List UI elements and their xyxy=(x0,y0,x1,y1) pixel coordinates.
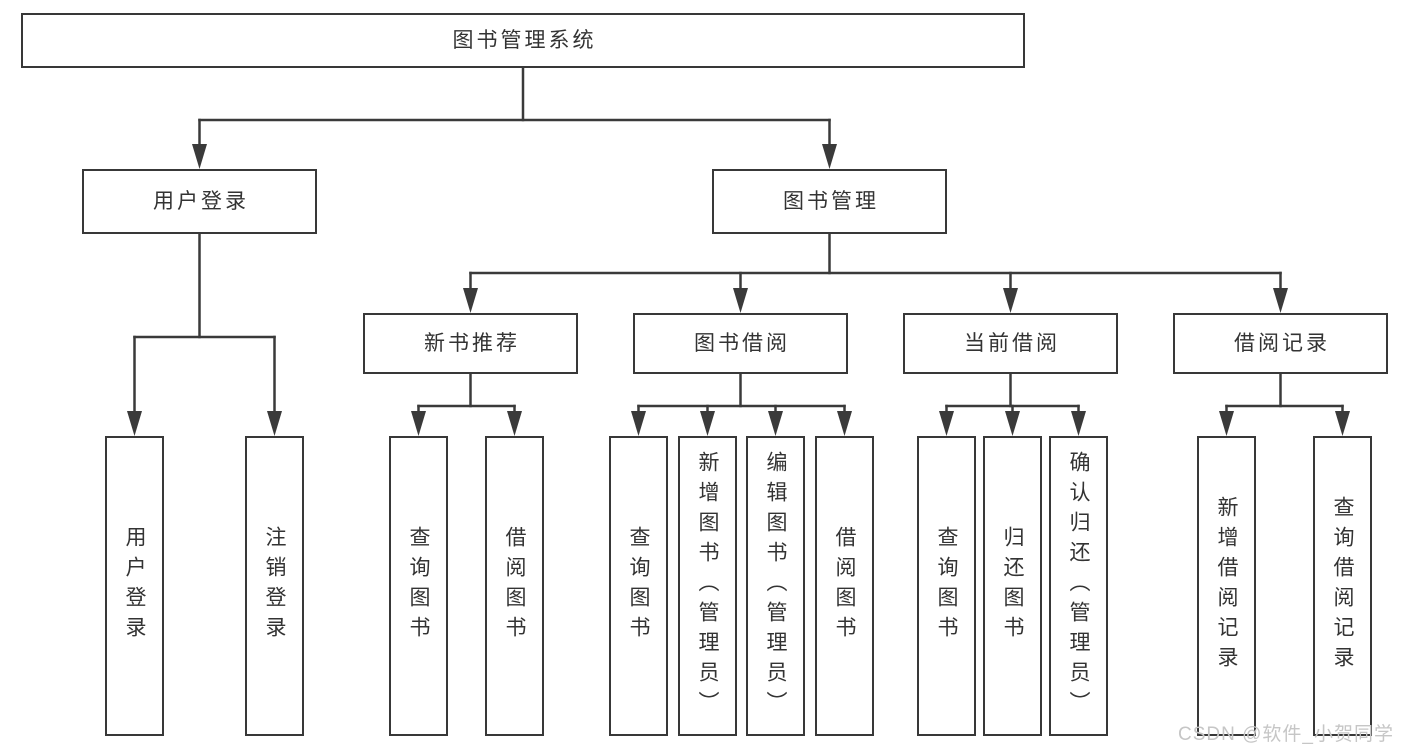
node-borrow-records: 借阅记录 xyxy=(1173,313,1388,374)
node-label: 图书借阅 xyxy=(694,332,790,355)
node-label: 归还图书 xyxy=(1001,526,1024,646)
node-label: 图书管理系统 xyxy=(452,29,597,52)
node-label: 编辑图书（管理员） xyxy=(764,451,787,721)
node-label: 查询图书 xyxy=(627,526,650,646)
node-book-borrow: 图书借阅 xyxy=(633,313,848,374)
node-leaf-query-books-borrow: 查询图书 xyxy=(609,436,668,736)
node-leaf-query-books-recommend: 查询图书 xyxy=(389,436,448,736)
node-label: 借阅图书 xyxy=(503,526,526,646)
node-leaf-borrow-books-recommend: 借阅图书 xyxy=(485,436,544,736)
node-label: 查询图书 xyxy=(407,526,430,646)
node-label: 新增借阅记录 xyxy=(1215,496,1238,676)
connector-root-to-level1 xyxy=(192,68,837,169)
node-leaf-add-borrow-record: 新增借阅记录 xyxy=(1197,436,1256,736)
node-label: 用户登录 xyxy=(123,526,146,646)
node-label: 图书管理 xyxy=(783,190,879,213)
connector-book-borrow-children xyxy=(631,374,852,436)
node-leaf-add-book-admin: 新增图书（管理员） xyxy=(678,436,737,736)
node-leaf-edit-book-admin: 编辑图书（管理员） xyxy=(746,436,805,736)
node-library-management-system: 图书管理系统 xyxy=(21,13,1025,68)
node-label: 用户登录 xyxy=(153,190,249,213)
watermark-text: CSDN @软件_小贺同学 xyxy=(1178,724,1394,745)
node-book-management: 图书管理 xyxy=(712,169,947,234)
node-leaf-return-books: 归还图书 xyxy=(983,436,1042,736)
node-user-login: 用户登录 xyxy=(82,169,317,234)
node-leaf-logout: 注销登录 xyxy=(245,436,304,736)
node-leaf-borrow-books: 借阅图书 xyxy=(815,436,874,736)
node-leaf-query-borrow-record: 查询借阅记录 xyxy=(1313,436,1372,736)
connector-user-login-children xyxy=(127,234,282,436)
node-leaf-confirm-return-admin: 确认归还（管理员） xyxy=(1049,436,1108,736)
node-label: 新增图书（管理员） xyxy=(696,451,719,721)
node-label: 当前借阅 xyxy=(964,332,1060,355)
node-label: 借阅记录 xyxy=(1234,332,1330,355)
node-label: 注销登录 xyxy=(263,526,286,646)
node-new-book-recommend: 新书推荐 xyxy=(363,313,578,374)
node-label: 新书推荐 xyxy=(424,332,520,355)
node-leaf-user-login: 用户登录 xyxy=(105,436,164,736)
node-label: 借阅图书 xyxy=(833,526,856,646)
node-label: 查询借阅记录 xyxy=(1331,496,1354,676)
node-label: 确认归还（管理员） xyxy=(1067,451,1090,721)
connector-borrow-records-children xyxy=(1219,374,1350,436)
node-leaf-query-books-current: 查询图书 xyxy=(917,436,976,736)
connector-current-borrow-children xyxy=(939,374,1086,436)
connector-book-management-children xyxy=(463,234,1288,313)
connector-new-book-recommend-children xyxy=(411,374,522,436)
node-current-borrow: 当前借阅 xyxy=(903,313,1118,374)
node-label: 查询图书 xyxy=(935,526,958,646)
